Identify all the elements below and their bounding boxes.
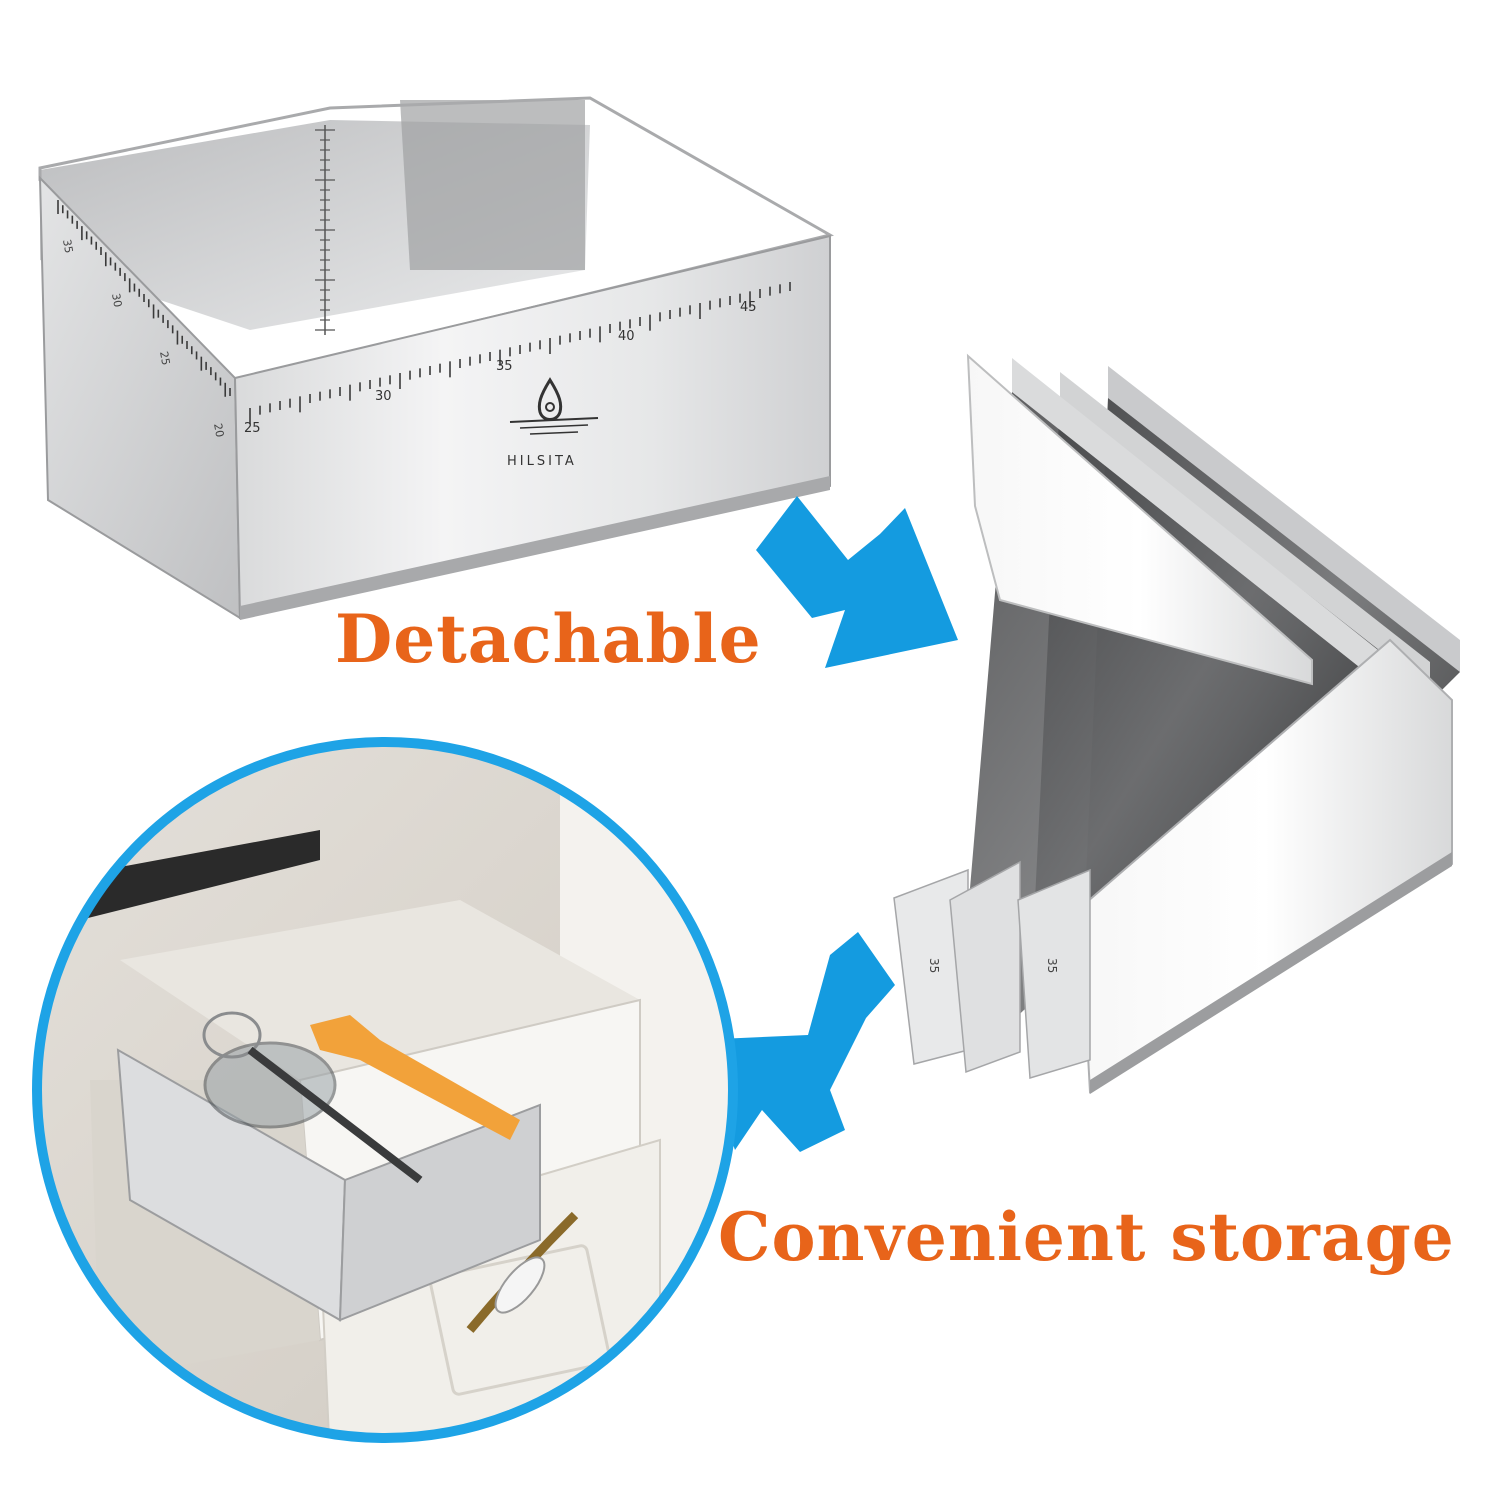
front-ruler [249, 282, 791, 424]
detached-panels: 35 35 [893, 353, 1460, 1094]
side-label-20: 20 [211, 422, 226, 438]
panel-label: 35 [927, 958, 941, 973]
ruler-label-35: 35 [496, 359, 513, 374]
panel-label-2: 35 [1045, 958, 1059, 973]
ruler-label-40: 40 [618, 329, 635, 344]
side-label-30: 30 [109, 292, 124, 308]
drawer-storage-photo [32, 737, 738, 1443]
ruler-label-25: 25 [244, 421, 261, 436]
arrow-down-right-icon [756, 496, 958, 668]
caption-convenient-storage: Convenient storage [718, 1198, 1455, 1276]
side-ruler [57, 200, 231, 397]
ruler-label-45: 45 [740, 300, 757, 315]
caption-detachable: Detachable [335, 600, 762, 678]
arrow-down-left-icon [696, 932, 895, 1152]
brand-name: HILSITA [507, 454, 577, 469]
side-label-25: 25 [157, 350, 172, 366]
ruler-label-30: 30 [375, 389, 392, 404]
side-label-35: 35 [60, 238, 75, 254]
drop-logo-icon [509, 377, 599, 435]
